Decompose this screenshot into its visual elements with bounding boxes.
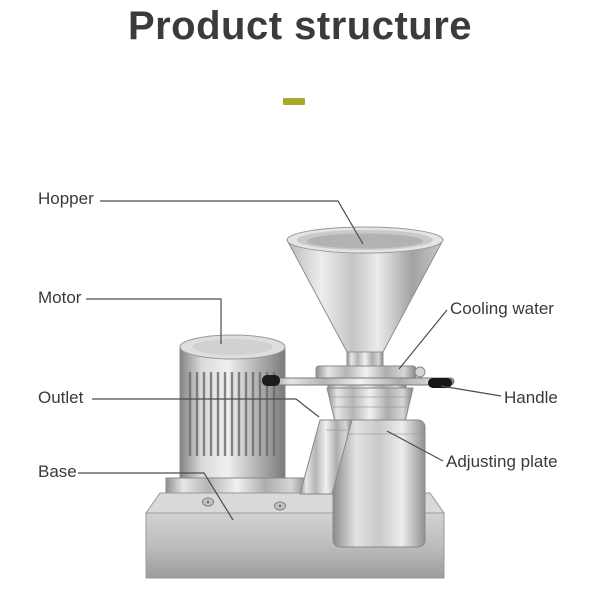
page-title: Product structure — [127, 4, 473, 48]
accent-dash — [283, 98, 305, 105]
base-label: Base — [38, 462, 77, 481]
cooling-water-label: Cooling water — [450, 299, 554, 318]
cooling-water-leader-line — [398, 309, 448, 370]
outlet-part — [299, 419, 353, 495]
hopper-leader-line — [100, 200, 364, 245]
outlet-leader-line — [92, 398, 320, 418]
hopper-part — [286, 226, 444, 368]
base-bolt — [202, 497, 214, 507]
body-cylinder-part — [332, 419, 426, 548]
adjusting-plate-leader-line — [386, 430, 444, 462]
hopper-label: Hopper — [38, 189, 94, 208]
motor-leader-line — [86, 298, 222, 344]
cooling-water-fitting — [414, 366, 426, 378]
leader-lines — [78, 200, 502, 521]
base-leader-line — [78, 472, 234, 521]
adjusting-plate-part — [326, 387, 414, 423]
base-bolt — [274, 501, 286, 511]
motor-part — [165, 334, 309, 494]
outlet-label: Outlet — [38, 388, 84, 407]
handle-label: Handle — [504, 388, 558, 407]
handle-part — [262, 375, 455, 388]
adjusting-plate-label: Adjusting plate — [446, 452, 558, 471]
motor-label: Motor — [38, 288, 82, 307]
handle-leader-line — [440, 385, 502, 397]
